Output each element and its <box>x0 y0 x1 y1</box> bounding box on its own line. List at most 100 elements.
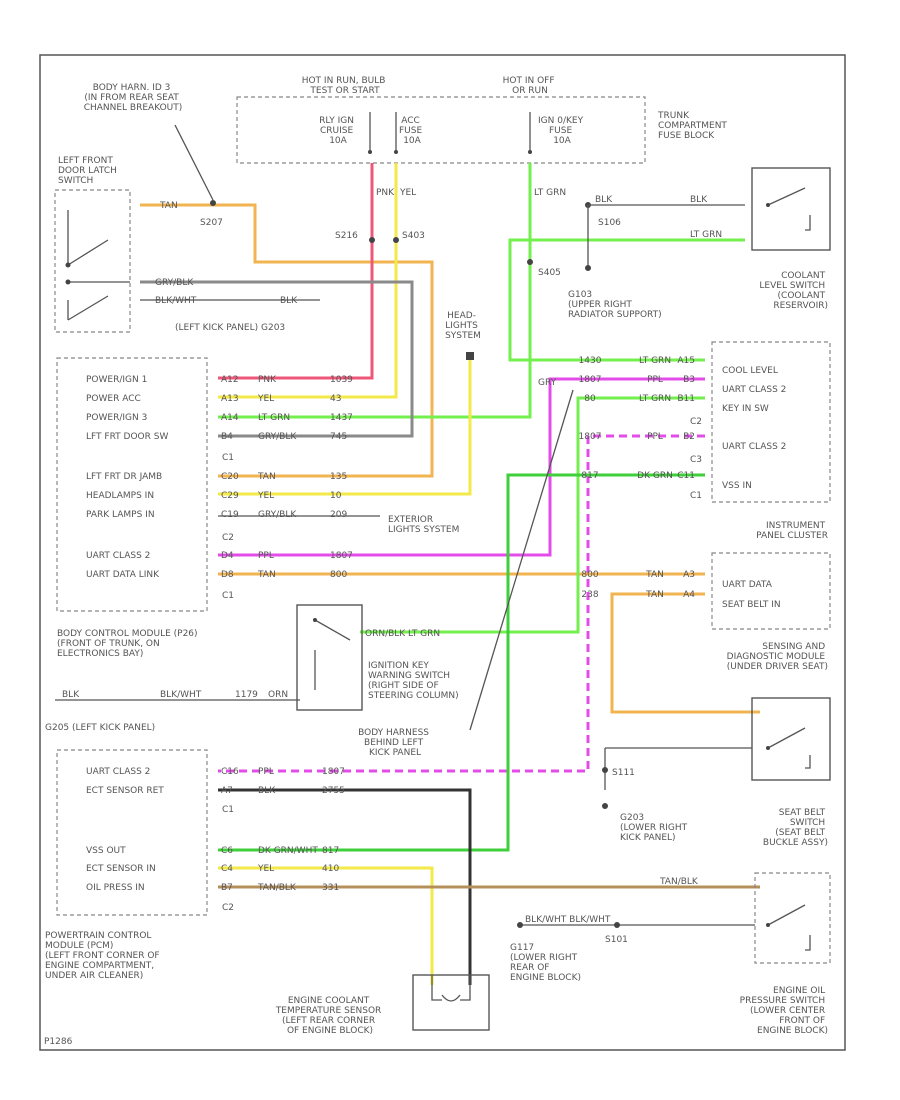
g205-label: G205 (LEFT KICK PANEL) <box>45 723 155 733</box>
splice-s405-label: S405 <box>538 268 561 278</box>
dkgrn-wire-vss <box>218 473 705 852</box>
bcm-pin-name: POWER/IGN 1 <box>86 375 147 385</box>
pcm-circuit-number: 1807 <box>322 767 345 777</box>
wire-layer <box>140 163 760 985</box>
ground-g203 <box>602 803 608 809</box>
bcm-wire-color: LT GRN <box>258 413 290 423</box>
bcm-conn-c1: C1 <box>222 453 234 463</box>
footer-id: P1286 <box>44 1037 73 1047</box>
bcm-pin-number: D8 <box>221 570 234 580</box>
pcm-pin-number: C6 <box>221 846 233 856</box>
pcm-pin-number: B7 <box>221 883 233 893</box>
splice-s101 <box>614 922 620 928</box>
bcm-wire-color: TAN <box>257 570 276 580</box>
wire-label-blk-s106: BLK <box>595 195 613 205</box>
ipc-pin-name: UART DATA <box>722 580 773 590</box>
ipc-wire-color: TAN <box>645 570 664 580</box>
ipc-circuit-number: 1430 <box>579 356 602 366</box>
bcm-pin-name: POWER/IGN 3 <box>86 413 147 423</box>
bcm-pin-name: LFT FRT DR JAMB <box>86 472 162 482</box>
ipc-pin-name: KEY IN SW <box>722 404 769 414</box>
blk-row-orn: ORN <box>268 690 288 700</box>
body-harness-ground-label: BODY HARNESS BEHIND LEFT KICK PANEL <box>358 728 432 758</box>
fuse-acc: ACC FUSE 10A <box>399 116 425 146</box>
ipc-wire-color: LT GRN <box>639 394 671 404</box>
ignition-switch-label: IGNITION KEY WARNING SWITCH (RIGHT SIDE … <box>368 661 459 701</box>
fuse-block-label: TRUNK COMPARTMENT FUSE BLOCK <box>657 111 730 141</box>
bcm-pin-number: D4 <box>221 551 234 561</box>
bcm-wire-color: PNK <box>258 375 277 385</box>
splice-s403 <box>393 237 399 243</box>
yellow-wire-headlamps <box>218 356 472 496</box>
bcm-circuit-number: 43 <box>330 394 341 404</box>
bcm-pin-name: UART DATA LINK <box>86 570 160 580</box>
bcm-pin-name: POWER ACC <box>86 394 141 404</box>
fuse-block-title: HOT IN RUN, BULB TEST OR START <box>302 76 389 96</box>
bcm-pin-number: A13 <box>221 394 239 404</box>
ipc-pin-name: VSS IN <box>722 481 752 491</box>
pcm-pin-name: VSS OUT <box>86 846 126 856</box>
bcm-wire-color: GRY/BLK <box>258 510 297 520</box>
pcm-pin-name: ECT SENSOR IN <box>86 864 156 874</box>
wire-label-pnk: PNK <box>376 188 395 198</box>
door-switch-label: LEFT FRONT DOOR LATCH SWITCH <box>58 156 120 186</box>
ground-g117 <box>517 922 523 928</box>
bcm-circuit-number: 800 <box>330 570 347 580</box>
ipc-pin-number: A4 <box>683 590 695 600</box>
bcm-pin-name: LFT FRT DOOR SW <box>86 432 168 442</box>
ipc-pin-name: UART CLASS 2 <box>722 442 786 452</box>
pcm-wire-color: DK GRN/WHT <box>258 846 318 856</box>
purple-wire-class2-b <box>218 434 705 773</box>
pcm-wire-color: YEL <box>257 864 274 874</box>
pcm-wire-color: PPL <box>258 767 274 777</box>
wire-label-gry-blk: GRY/BLK <box>155 278 194 288</box>
gray-wire-door-switch <box>140 280 414 438</box>
wire-label-ltgrn: LT GRN <box>534 188 566 198</box>
splice-s111 <box>602 767 608 773</box>
pcm-circuit-number: 331 <box>322 883 339 893</box>
wire-label-tan-door: TAN <box>159 201 178 211</box>
headlights-system-label: HEAD- LIGHTS SYSTEM <box>445 311 481 341</box>
bcm-wire-color: TAN <box>257 472 276 482</box>
ipc-wire-color: PPL <box>647 375 663 385</box>
ipc-pin-name: COOL LEVEL <box>722 366 778 376</box>
wire-label-yel: YEL <box>399 188 416 198</box>
ipc-conn-c2: C2 <box>690 417 702 427</box>
bcm-pin-number: C29 <box>221 491 239 501</box>
bcm-wire-color: GRY/BLK <box>258 432 297 442</box>
blk-row-blk: BLK <box>62 690 80 700</box>
seat-belt-switch <box>751 697 831 781</box>
coolant-level-switch <box>751 167 831 251</box>
pcm-wire-color: BLK <box>258 786 276 796</box>
body-harn-label: BODY HARN. ID 3 (IN FROM REAR SEAT CHANN… <box>84 83 183 113</box>
pcm-conn-c1: C1 <box>222 805 234 815</box>
bcm-pin-number: A14 <box>221 413 239 423</box>
pcm-pin-name: UART CLASS 2 <box>86 767 150 777</box>
pcm-pin-name: OIL PRESS IN <box>86 883 145 893</box>
engine-oil-pressure-switch <box>754 872 831 964</box>
g103-label: G103 (UPPER RIGHT RADIATOR SUPPORT) <box>568 290 662 320</box>
ipc-circuit-number: 1807 <box>579 375 602 385</box>
seat-belt-label: SEAT BELT SWITCH (SEAT BELT BUCKLE ASSY) <box>763 808 828 848</box>
pcm-circuit-number: 410 <box>322 864 339 874</box>
bcm-wire-color: YEL <box>257 394 274 404</box>
pcm-pin-number: C16 <box>221 767 239 777</box>
bcm-pin-name: HEADLAMPS IN <box>86 491 154 501</box>
ltgrn-wire-key-switch <box>360 396 705 634</box>
ltgrn-wire-coolant <box>508 238 745 362</box>
bcm-conn-c2: C2 <box>222 533 234 543</box>
splice-s101-label: S101 <box>605 935 628 945</box>
pink-wire-ign1 <box>218 163 374 380</box>
splice-s403-label: S403 <box>402 231 425 241</box>
ipc-wire-color: DK GRN <box>637 471 673 481</box>
blk-row-blkwht: BLK/WHT <box>160 690 202 700</box>
headlights-connector <box>466 352 474 360</box>
pcm-pin-number: A7 <box>221 786 233 796</box>
pcm-conn-c2: C2 <box>222 903 234 913</box>
bcm-pin-number: C20 <box>221 472 239 482</box>
wire-label-blk-wht: BLK/WHT <box>155 296 197 306</box>
bcm-wire-color: YEL <box>257 491 274 501</box>
